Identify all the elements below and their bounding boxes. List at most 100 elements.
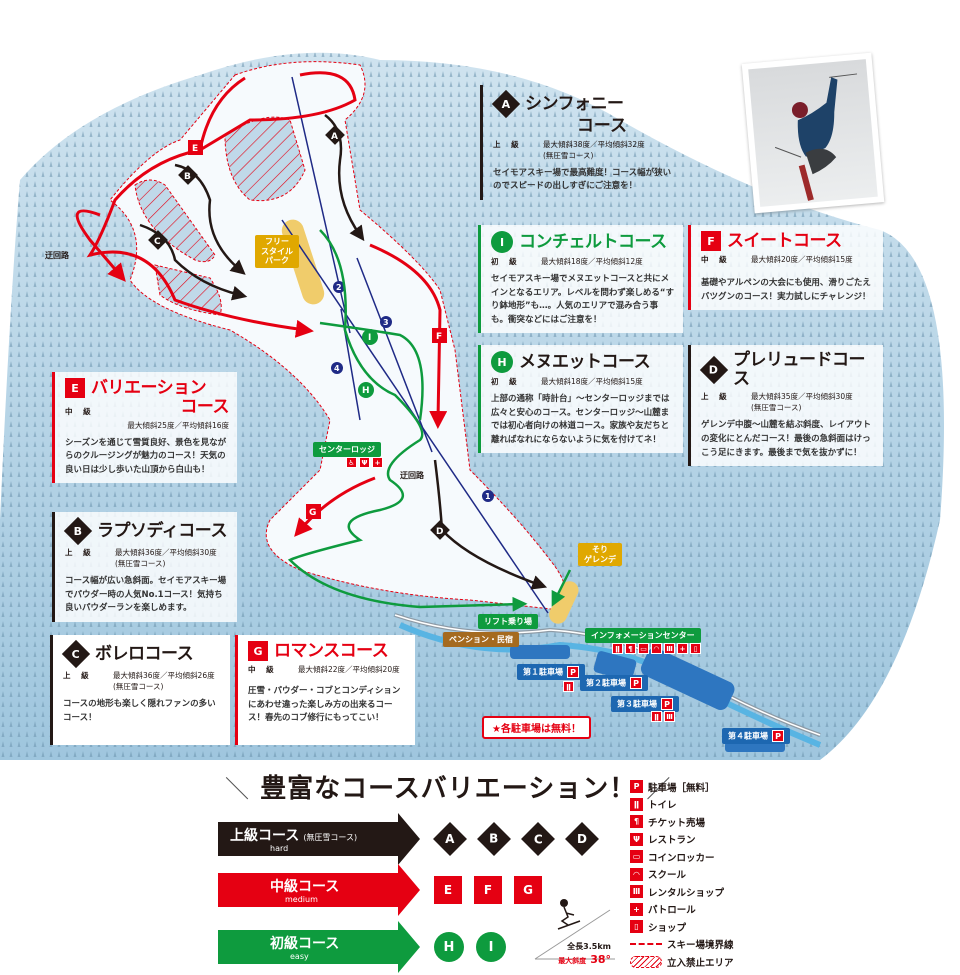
center-lodge-label[interactable]: センターロッジ (313, 442, 381, 457)
legend-item-patrol: +パトロール (630, 901, 734, 919)
no-entry-hatch-icon (630, 955, 662, 968)
badge-a[interactable]: A (433, 822, 467, 856)
badge-e[interactable]: E (434, 876, 462, 904)
badge-h[interactable]: H (434, 932, 464, 962)
course-desc: ゲレンデ中腹～山麓を結ぶ斜度、レイアウトの変化にとんだコース！最後の急斜面はけっ… (701, 420, 872, 458)
course-title: ラプソディコース (97, 520, 227, 541)
legend-item-school: ◠スクール (630, 866, 734, 884)
ski-area (109, 61, 567, 611)
svg-text:D: D (436, 527, 443, 537)
course-card-b[interactable]: B ラプソディコース 上 級 最大傾斜36度／平均傾斜30度(無圧雪コース) コ… (52, 512, 237, 622)
no-entry-zone (134, 179, 216, 263)
level-row-hard: 上級コース(無圧雪コース) hard A B C D (218, 813, 599, 865)
course-title: メヌエットコース (519, 351, 651, 372)
toilet-icon: ǁ (630, 797, 643, 811)
school-icon: ◠ (651, 643, 662, 654)
course-desc: シーズンを通じて雪質良好、景色を見ながらのクルージングが魅力のコース！天気の良い… (65, 437, 227, 475)
variation-heading: ＼ 豊富なコースバリエーション！ ／ (225, 774, 672, 804)
legend-item-no-entry: 立入禁止エリア (630, 953, 734, 971)
rental-icon: Ⅲ (664, 643, 675, 654)
toilet-icon: ǁ (612, 643, 623, 654)
course-card-g[interactable]: G ロマンスコース 中 級最大傾斜22度／平均傾斜20度 圧雪・パウダー・コブと… (235, 635, 415, 745)
course-slope: 最大傾斜38度／平均傾斜32度 (543, 139, 645, 149)
course-slope: 最大傾斜20度／平均傾斜15度 (751, 255, 853, 264)
course-card-c[interactable]: C ボレロコース 上 級 最大傾斜36度／平均傾斜26度(無圧雪コース) コース… (50, 635, 230, 745)
parking-icon: P (630, 677, 642, 689)
course-title: シンフォニー (525, 93, 624, 114)
parking-lot-4 (725, 742, 785, 752)
course-desc: セイモアスキー場で最高難度！コース幅が狭いのでスピードの出しすぎにご注意を！ (493, 167, 672, 192)
svg-text:3: 3 (383, 318, 389, 327)
parking-icon: P (661, 698, 673, 710)
course-badge-d: D (699, 355, 729, 384)
medium-courses (75, 71, 448, 537)
parking-icon: P (772, 730, 784, 742)
course-slope: 最大傾斜18度／平均傾斜15度 (541, 377, 643, 386)
course-title: スイートコース (727, 230, 842, 251)
patrol-icon: + (677, 643, 688, 654)
detour-label-lower: 迂回路 (400, 471, 424, 480)
total-length: 全長3.5km (567, 942, 611, 951)
freestyle-park-label[interactable]: フリー スタイル パーク (255, 235, 299, 268)
center-lodge-facilities: ♿ Ψ + (346, 457, 383, 468)
skier-slope-icon (534, 899, 615, 960)
course-desc: セイモアスキー場でメヌエットコースと共にメインとなるエリア。レベルを問わず楽しめ… (491, 274, 674, 325)
course-note: (無圧雪コース) (751, 403, 802, 413)
badge-f[interactable]: F (474, 876, 502, 904)
course-card-h[interactable]: H メヌエットコース 初 級最大傾斜18度／平均傾斜15度 上部の通称「時計台」… (478, 345, 683, 454)
restaurant-icon: Ψ (359, 457, 370, 468)
course-desc: 圧雪・パウダー・コブとコンディションにあわせ違った楽しみ方の出来るコース！春先の… (248, 686, 401, 724)
svg-text:G: G (309, 508, 316, 518)
course-desc: コース幅が広い急斜面。セイモアスキー場でパウダー時の人気No.1コース！気持ち良… (65, 576, 227, 614)
info-center-label[interactable]: インフォメーションセンター (585, 628, 701, 643)
course-desc: 基礎やアルペンの大会にも使用、滑りごたえバツグンのコース！実力試しにチャレンジ！ (701, 278, 871, 302)
course-slope: 最大傾斜22度／平均傾斜20度 (298, 665, 400, 674)
course-level: 初 級 (491, 257, 521, 266)
course-level: 中 級 (248, 665, 278, 674)
course-title: コンチェルトコース (519, 231, 667, 252)
patrol-icon: + (630, 902, 643, 916)
badge-i[interactable]: I (476, 932, 506, 962)
course-level: 初 級 (491, 377, 521, 386)
course-title-line2: コース (180, 397, 229, 417)
course-card-a[interactable]: A シンフォニー コース 上 級 最大傾斜38度／平均傾斜32度(無圧雪コース)… (480, 85, 685, 200)
parking-icon: P (567, 666, 579, 678)
course-title: ロマンスコース (274, 640, 389, 661)
skier-photo (741, 52, 885, 214)
lift-boarding-label[interactable]: リフト乗り場 (478, 614, 538, 629)
course-level: 上 級 (493, 139, 523, 149)
pension-label[interactable]: ペンション・民宿 (443, 632, 519, 647)
toilet-icon: ǁ (651, 711, 662, 722)
badge-d[interactable]: D (565, 822, 599, 856)
badge-b[interactable]: B (477, 822, 511, 856)
hard-arrow: 上級コース(無圧雪コース) hard (218, 813, 420, 865)
parking-lot-1 (510, 645, 570, 659)
boundary-line-icon (630, 943, 662, 946)
svg-text:A: A (331, 132, 338, 142)
course-card-e[interactable]: E バリエーション 中 級 コース 最大傾斜25度／平均傾斜16度 シーズンを通… (52, 372, 237, 484)
lift-number-markers: 2 3 4 1 (331, 281, 494, 502)
course-desc: コースの地形も楽しく隠れファンの多いコース！ (63, 699, 216, 723)
course-card-f[interactable]: F スイートコース 中 級最大傾斜20度／平均傾斜15度 基礎やアルペンの大会に… (688, 225, 883, 311)
badge-c[interactable]: C (521, 822, 555, 856)
svg-text:B: B (184, 172, 191, 182)
badge-g[interactable]: G (514, 876, 542, 904)
course-note: (無圧雪コース) (115, 559, 166, 568)
svg-text:1: 1 (485, 492, 491, 501)
legend-item-locker: ▭コインロッカー (630, 848, 734, 866)
course-slope: 最大傾斜25度／平均傾斜16度 (127, 420, 229, 430)
course-slope: 最大傾斜35度／平均傾斜30度 (751, 392, 853, 402)
course-title-line2: コース (576, 116, 627, 136)
sori-slope-label[interactable]: そり ゲレンデ (578, 543, 622, 567)
course-card-i[interactable]: I コンチェルトコース 初 級最大傾斜18度／平均傾斜12度 セイモアスキー場で… (478, 225, 683, 334)
course-card-d[interactable]: D プレリュードコース 上 級 最大傾斜35度／平均傾斜30度(無圧雪コース) … (688, 345, 883, 467)
level-row-easy: 初級コース easy H I (218, 921, 506, 973)
